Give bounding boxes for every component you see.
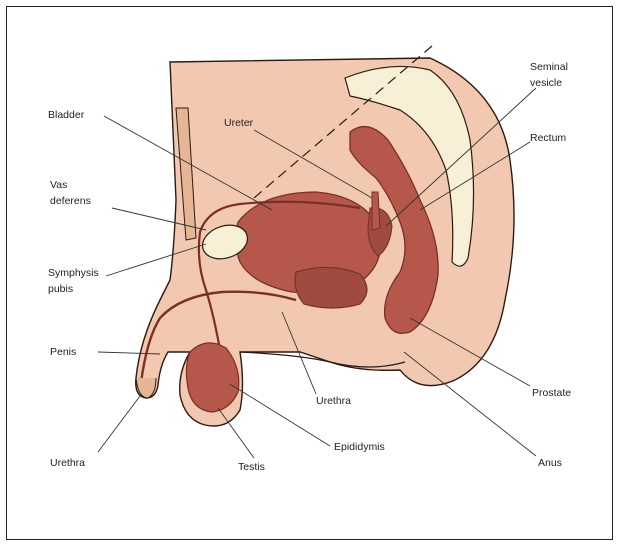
label-seminal-vesicle-2: vesicle [530,77,562,89]
label-testis: Testis [238,461,265,473]
label-epididymis: Epididymis [334,441,385,453]
label-vas-deferens-2: deferens [50,195,91,207]
label-urethra-left: Urethra [50,457,85,469]
label-ureter: Ureter [224,117,254,129]
label-vas-deferens-1: Vas [50,179,67,191]
leader-urethra-left [98,396,140,452]
label-seminal-vesicle-1: Seminal [530,61,568,73]
label-anus: Anus [538,457,562,469]
leader-epididymis [230,384,330,446]
label-symphysis-2: pubis [48,283,73,295]
label-rectum: Rectum [530,132,566,144]
label-urethra-center: Urethra [316,395,351,407]
label-penis: Penis [50,346,76,358]
label-bladder: Bladder [48,109,85,121]
label-symphysis-1: Symphysis [48,267,99,279]
prostate [295,267,367,308]
ureter [372,192,380,230]
label-prostate: Prostate [532,387,571,399]
